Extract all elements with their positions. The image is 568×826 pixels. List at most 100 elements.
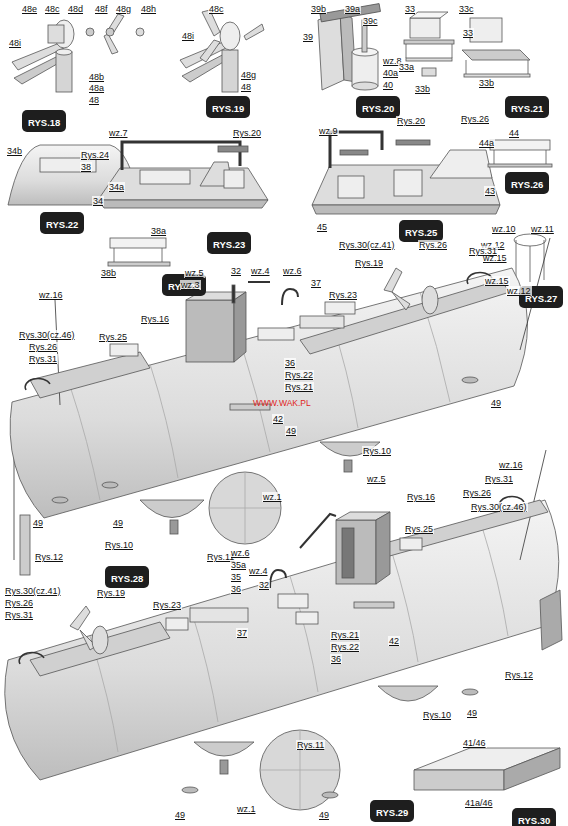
figure-number: RYS.19 <box>212 103 244 114</box>
callout-label: Rys.26 <box>4 598 34 608</box>
callout-label: wz.10 <box>491 224 517 234</box>
callout-label: Rys.23 <box>328 290 358 300</box>
callout-label: wz.16 <box>38 290 64 300</box>
callout-label: Rys.19 <box>96 588 126 598</box>
figure-tag: RYS.23 <box>207 232 251 254</box>
callout-label: wz.11 <box>530 224 555 234</box>
figure-tag: RYS.19 <box>206 96 250 118</box>
callout-label: 48c <box>44 4 61 14</box>
callout-label: wz.7 <box>108 128 129 138</box>
callout-label: 49 <box>174 810 186 820</box>
callout-label: Rys.11 <box>296 740 325 750</box>
callout-label: Rys.19 <box>354 258 384 268</box>
callout-label: Rys.23 <box>152 600 182 610</box>
callout-label: Rys.24 <box>80 150 110 160</box>
callout-label: wz.12 <box>506 286 532 296</box>
callout-label: Rys.26 <box>418 240 448 250</box>
figure-number: RYS.23 <box>213 239 245 250</box>
callout-label: 48c <box>208 4 225 14</box>
callout-label: 39c <box>362 16 379 26</box>
callout-label: 40a <box>382 68 399 78</box>
callout-label: 36 <box>330 654 342 664</box>
callout-label: 48f <box>94 4 109 14</box>
callout-label: wz.1 <box>262 492 283 502</box>
callout-label: 35 <box>230 572 242 582</box>
callout-label: 38 <box>80 162 92 172</box>
callout-label: 44a <box>478 138 495 148</box>
callout-label: 36 <box>284 358 296 368</box>
callout-label: Rys.10 <box>422 710 452 720</box>
callout-label: 45 <box>316 222 328 232</box>
callout-label: 33c <box>458 4 475 14</box>
callout-label: 32 <box>258 580 270 590</box>
callout-label: Rys.30(cz.46) <box>470 502 528 512</box>
figure-tag: RYS.30 <box>512 808 556 826</box>
callout-label: wz.5 <box>184 268 205 278</box>
callout-label: 37 <box>236 628 248 638</box>
figure-number: RYS.21 <box>511 103 543 114</box>
callout-label: wz.4 <box>250 266 271 276</box>
callout-label: 48 <box>88 95 100 105</box>
figure-tag: RYS.25 <box>399 220 443 242</box>
callout-label: 34b <box>6 146 23 156</box>
callout-label: Rys.30(cz.41) <box>338 240 396 250</box>
callout-label: Rys.31 <box>468 246 498 256</box>
callout-label: 44 <box>508 128 520 138</box>
callout-label: Rys.26 <box>460 114 490 124</box>
callout-label: Rys.25 <box>404 524 434 534</box>
figure-tag: RYS.26 <box>505 172 549 194</box>
callout-label: 34a <box>108 182 125 192</box>
callout-label: 41a/46 <box>464 798 494 808</box>
callout-label: 48 <box>240 82 252 92</box>
callout-label: 33a <box>398 62 415 72</box>
callout-label: wz.1 <box>236 804 257 814</box>
callout-label: 38a <box>150 226 167 236</box>
callout-label: Rys.31 <box>28 354 58 364</box>
figure-number: RYS.29 <box>376 807 408 818</box>
callout-label: 42 <box>272 414 284 424</box>
figure-number: RYS.30 <box>518 815 550 826</box>
figure-number: RYS.26 <box>511 179 543 190</box>
callout-label: Rys.26 <box>462 488 492 498</box>
figure-number: RYS.20 <box>362 103 394 114</box>
callout-label: 35a <box>230 560 247 570</box>
figure-tag: RYS.29 <box>370 800 414 822</box>
callout-label: Rys.30(cz.41) <box>4 586 62 596</box>
figure-tag: RYS.28 <box>105 566 149 588</box>
callout-label: 49 <box>490 398 502 408</box>
figure-tag: RYS.18 <box>22 110 66 132</box>
callout-label: 49 <box>318 810 330 820</box>
callout-label: 48a <box>88 83 105 93</box>
callout-label: 48i <box>181 31 195 41</box>
callout-label: Rys.25 <box>98 332 128 342</box>
callout-label: 33 <box>462 28 474 38</box>
callout-label: 48i <box>8 38 22 48</box>
callout-label: wz.4 <box>248 566 269 576</box>
callout-label: Rys.10 <box>104 540 134 550</box>
callout-label: 49 <box>32 518 44 528</box>
callout-label: Rys.22 <box>284 370 314 380</box>
callout-label: 38b <box>100 268 117 278</box>
callout-label: Rys.31 <box>484 474 514 484</box>
callout-label: 43 <box>484 186 496 196</box>
callout-label: wz.15 <box>484 276 510 286</box>
callout-label: Rys.30(cz.46) <box>18 330 76 340</box>
callout-label: 34 <box>92 196 104 206</box>
figure-number: RYS.22 <box>46 219 78 230</box>
callout-label: Rys.10 <box>362 446 392 456</box>
callout-label: 49 <box>466 708 478 718</box>
callout-label: Rys.26 <box>28 342 58 352</box>
figure-number: RYS.25 <box>405 227 437 238</box>
callout-label: Rys.22 <box>330 642 360 652</box>
callout-label: wz.9 <box>318 126 339 136</box>
callout-label: Rys.16 <box>140 314 170 324</box>
callout-label: Rys.21 <box>284 382 314 392</box>
callout-label: 49 <box>285 426 297 436</box>
callout-label: 37 <box>310 278 322 288</box>
callout-label: 39a <box>344 4 361 14</box>
callout-label: 48e <box>21 4 38 14</box>
figure-tag: RYS.22 <box>40 212 84 234</box>
callout-label: wz.16 <box>498 460 524 470</box>
callout-label: 33 <box>404 4 416 14</box>
callout-label: 39 <box>302 32 314 42</box>
